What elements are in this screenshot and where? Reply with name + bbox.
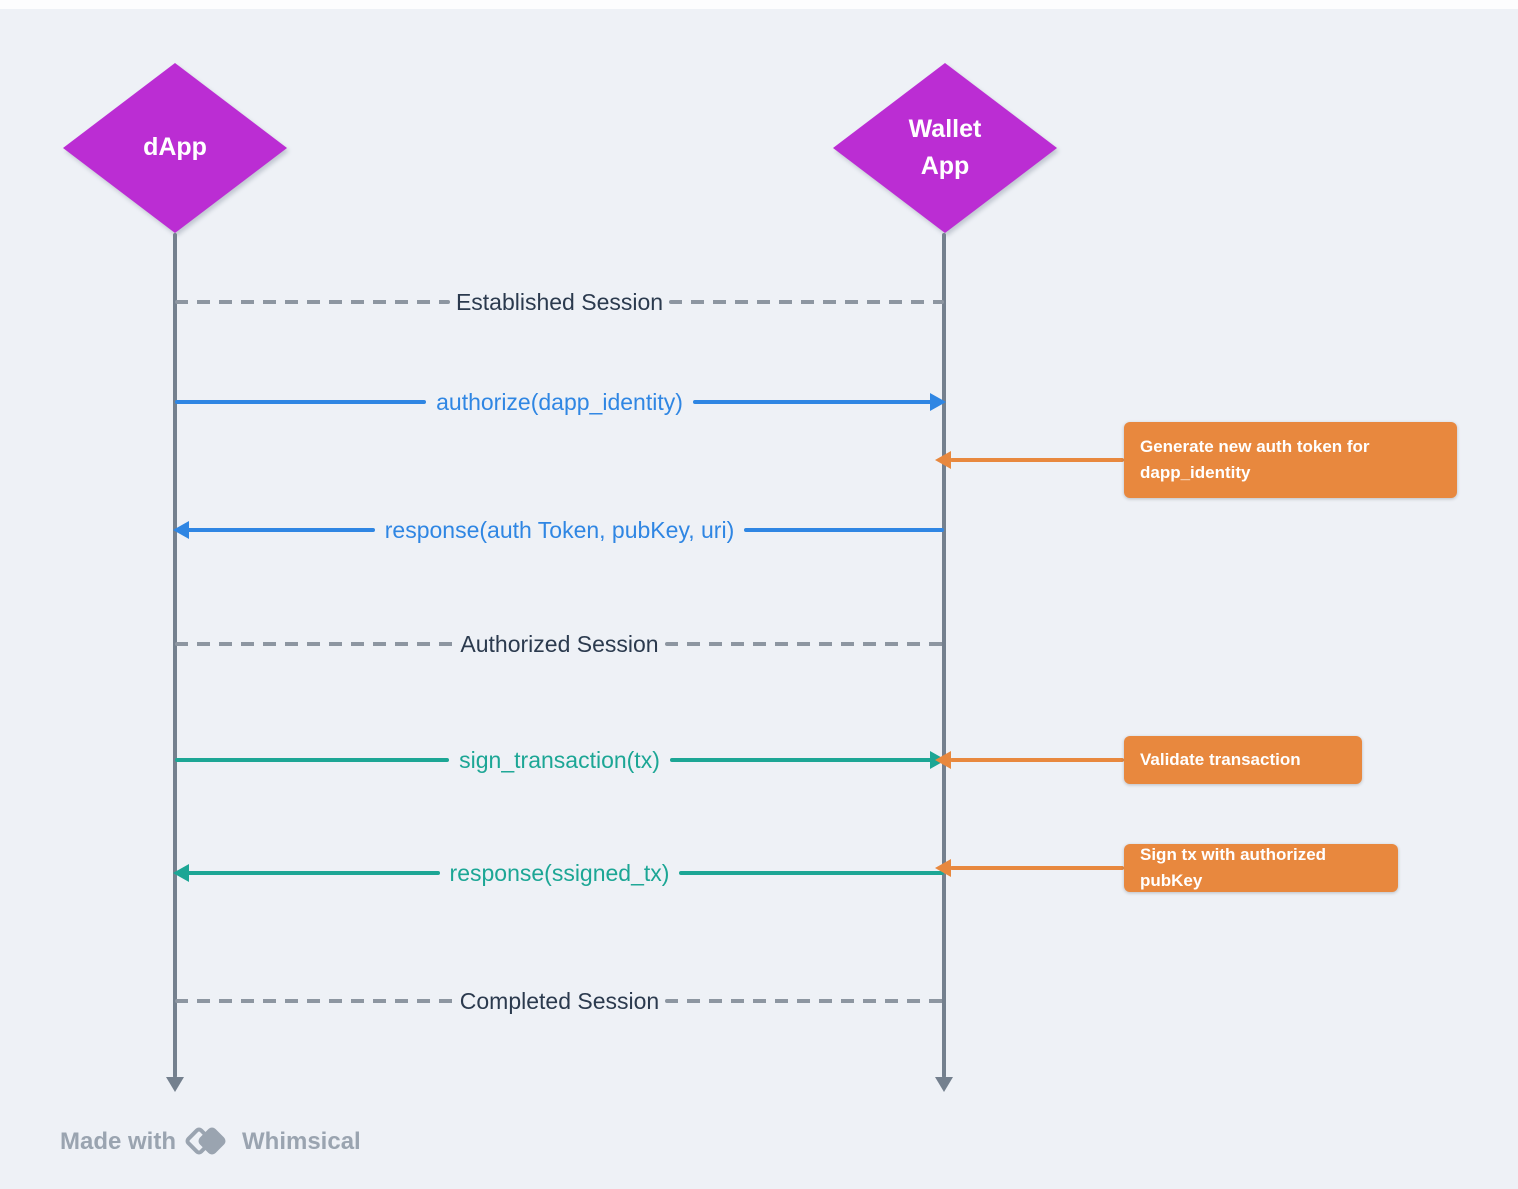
watermark-made-with-text: Made with [60,1128,177,1155]
dashed-line [175,300,450,304]
session-label: Established Session [455,288,664,315]
arrow-left-icon [173,521,189,539]
dashed-line [665,999,945,1003]
message-label: sign_transaction(tx) [459,746,660,773]
arrow-right-icon [930,393,946,411]
session-label: Authorized Session [460,630,659,657]
message-line [175,528,375,532]
watermark-brand-text: Whimsical [242,1128,361,1155]
session-divider-established: Established Session [175,288,944,316]
message-line [669,758,945,762]
message-response-auth[interactable]: response(auth Token, pubKey, uri) [173,515,945,545]
session-divider-authorized: Authorized Session [175,630,944,658]
whimsical-logo-icon [183,1124,232,1160]
message-sign-transaction[interactable]: sign_transaction(tx) [175,745,946,775]
diamond-shape: Wallet App [833,63,1057,233]
note-validate-transaction[interactable]: Validate transaction [1124,736,1362,784]
top-strip [0,0,1518,9]
actor-node-wallet-app[interactable]: Wallet App [833,63,1057,233]
note-generate-auth-token[interactable]: Generate new auth token for dapp_identit… [1124,422,1457,498]
arrow-left-icon [173,864,189,882]
message-response-signed[interactable]: response(ssigned_tx) [173,858,944,888]
message-label: response(ssigned_tx) [449,859,670,886]
arrow-left-icon [935,451,951,469]
dashed-line [664,642,944,646]
note-connector-1 [935,451,1124,469]
arrow-left-icon [935,751,951,769]
note-sign-tx[interactable]: Sign tx with authorized pubKey [1124,844,1398,892]
lifeline-wallet-app [935,233,953,1092]
actor-label: Wallet App [908,114,982,181]
arrow-down-icon [166,1077,184,1092]
message-line [175,871,440,875]
note-text: Sign tx with authorized pubKey [1140,844,1327,890]
session-label: Completed Session [459,987,660,1014]
message-line [744,528,945,532]
dashed-line [175,999,454,1003]
message-label: response(auth Token, pubKey, uri) [384,516,735,543]
note-connector-3 [935,859,1124,877]
message-line [175,758,450,762]
message-authorize[interactable]: authorize(dapp_identity) [175,387,946,417]
dashed-line [175,642,455,646]
arrow-left-icon [935,859,951,877]
dashed-line [669,300,944,304]
message-line [175,400,427,404]
actor-node-dapp[interactable]: dApp [63,63,287,233]
arrow-down-icon [935,1077,953,1092]
message-line [679,871,944,875]
note-text: Validate transaction [1140,749,1301,769]
message-line [692,400,944,404]
actor-label: dApp [143,133,207,162]
lifeline-dapp [166,233,184,1092]
message-label: authorize(dapp_identity) [436,388,683,415]
session-divider-completed: Completed Session [175,987,945,1015]
diamond-shape: dApp [63,63,287,233]
whimsical-watermark-link[interactable]: Made with Whimsical [60,1124,361,1160]
note-connector-2 [935,751,1124,769]
note-text: Generate new auth token for dapp_identit… [1140,436,1370,482]
